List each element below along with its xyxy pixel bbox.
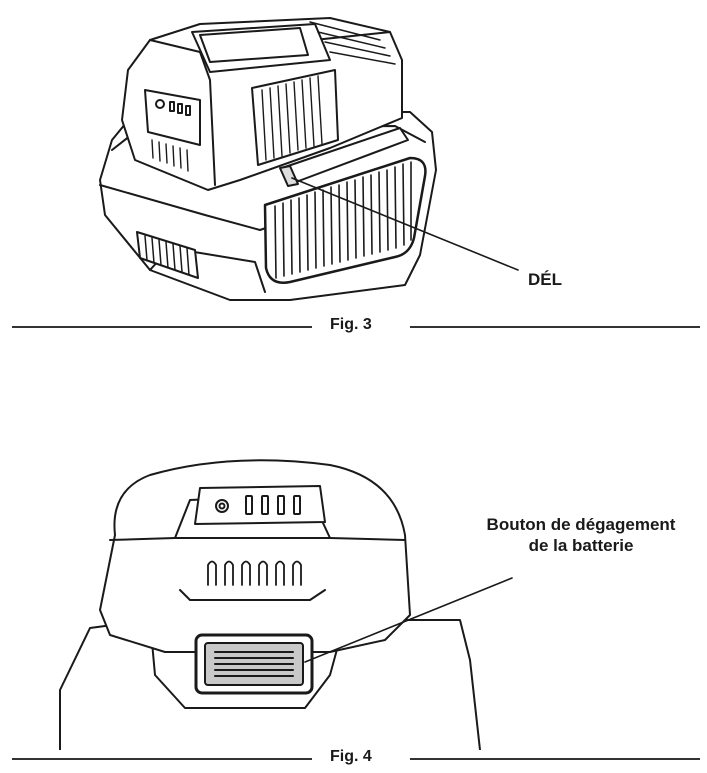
release-button-callout-label: Bouton de dégagement de la batterie	[486, 515, 676, 555]
figure-3-caption-row: Fig. 3	[0, 316, 707, 336]
caption-rule-left	[12, 326, 312, 328]
led-callout-label: DÉL	[528, 270, 562, 289]
figure-3-caption: Fig. 3	[330, 316, 372, 333]
battery-charger-illustration	[99, 17, 519, 301]
battery-release-illustration	[59, 459, 513, 750]
caption-rule-right	[410, 326, 700, 328]
caption-rule-left	[12, 758, 312, 760]
caption-rule-right	[410, 758, 700, 760]
figure-4-caption-row: Fig. 4	[0, 748, 707, 768]
figure-4-caption: Fig. 4	[330, 748, 372, 765]
